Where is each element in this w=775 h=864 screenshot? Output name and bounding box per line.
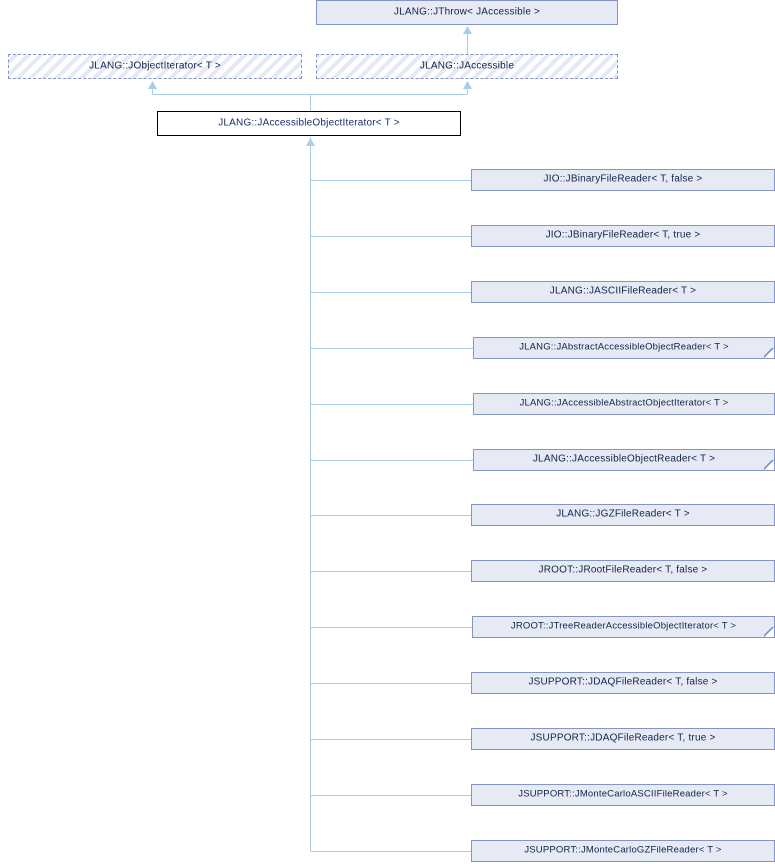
node-derived-5[interactable]: JLANG::JAccessibleObjectReader< T >	[473, 449, 775, 471]
arrowhead-to-focus	[306, 138, 315, 146]
corner-fold-icon	[764, 348, 774, 358]
corner-fold-icon	[764, 460, 774, 470]
arrowhead-to-object-iterator	[148, 81, 157, 89]
node-label: JLANG::JThrow< JAccessible >	[393, 6, 541, 17]
node-derived-1[interactable]: JIO::JBinaryFileReader< T, true >	[471, 225, 775, 247]
node-label: JSUPPORT::JDAQFileReader< T, false >	[528, 676, 718, 688]
node-derived-3[interactable]: JLANG::JAbstractAccessibleObjectReader< …	[473, 337, 775, 359]
node-label: JLANG::JAbstractAccessibleObjectReader< …	[519, 341, 729, 353]
node-derived-6[interactable]: JLANG::JGZFileReader< T >	[471, 504, 775, 526]
corner-fold-icon	[764, 627, 774, 637]
node-jthrow-jaccessible[interactable]: JLANG::JThrow< JAccessible >	[316, 0, 618, 25]
node-jaccessibleobjectiterator-focus[interactable]: JLANG::JAccessibleObjectIterator< T >	[157, 111, 461, 136]
node-label: JLANG::JAccessibleObjectReader< T >	[532, 453, 716, 465]
node-derived-4[interactable]: JLANG::JAccessibleAbstractObjectIterator…	[473, 393, 775, 415]
arrowhead-to-accessible	[463, 81, 472, 89]
node-derived-11[interactable]: JSUPPORT::JMonteCarloASCIIFileReader< T …	[471, 784, 775, 806]
node-label: JLANG::JObjectIterator< T >	[89, 60, 221, 71]
node-jaccessible[interactable]: JLANG::JAccessible	[316, 54, 618, 79]
node-derived-12[interactable]: JSUPPORT::JMonteCarloGZFileReader< T >	[471, 840, 775, 862]
node-label: JIO::JBinaryFileReader< T, true >	[545, 229, 701, 241]
node-label: JIO::JBinaryFileReader< T, false >	[543, 173, 703, 185]
node-label: JSUPPORT::JMonteCarloASCIIFileReader< T …	[518, 788, 728, 800]
node-derived-7[interactable]: JROOT::JRootFileReader< T, false >	[471, 560, 775, 582]
node-label: JSUPPORT::JMonteCarloGZFileReader< T >	[524, 844, 722, 856]
node-label: JROOT::JRootFileReader< T, false >	[538, 564, 708, 576]
arrowhead-to-throw	[463, 26, 472, 34]
node-derived-2[interactable]: JLANG::JASCIIFileReader< T >	[471, 281, 775, 303]
node-label: JLANG::JAccessibleObjectIterator< T >	[218, 117, 400, 128]
node-derived-8[interactable]: JROOT::JTreeReaderAccessibleObjectIterat…	[472, 616, 775, 638]
node-label: JLANG::JGZFileReader< T >	[556, 508, 690, 520]
node-derived-9[interactable]: JSUPPORT::JDAQFileReader< T, false >	[471, 672, 775, 694]
node-derived-10[interactable]: JSUPPORT::JDAQFileReader< T, true >	[471, 728, 775, 750]
node-label: JROOT::JTreeReaderAccessibleObjectIterat…	[510, 620, 737, 632]
node-label: JLANG::JAccessible	[419, 60, 515, 71]
node-label: JLANG::JAccessibleAbstractObjectIterator…	[519, 397, 729, 409]
node-label: JSUPPORT::JDAQFileReader< T, true >	[530, 732, 716, 744]
node-jobjectiterator[interactable]: JLANG::JObjectIterator< T >	[8, 54, 302, 79]
node-label: JLANG::JASCIIFileReader< T >	[549, 285, 697, 297]
node-derived-0[interactable]: JIO::JBinaryFileReader< T, false >	[471, 169, 775, 191]
